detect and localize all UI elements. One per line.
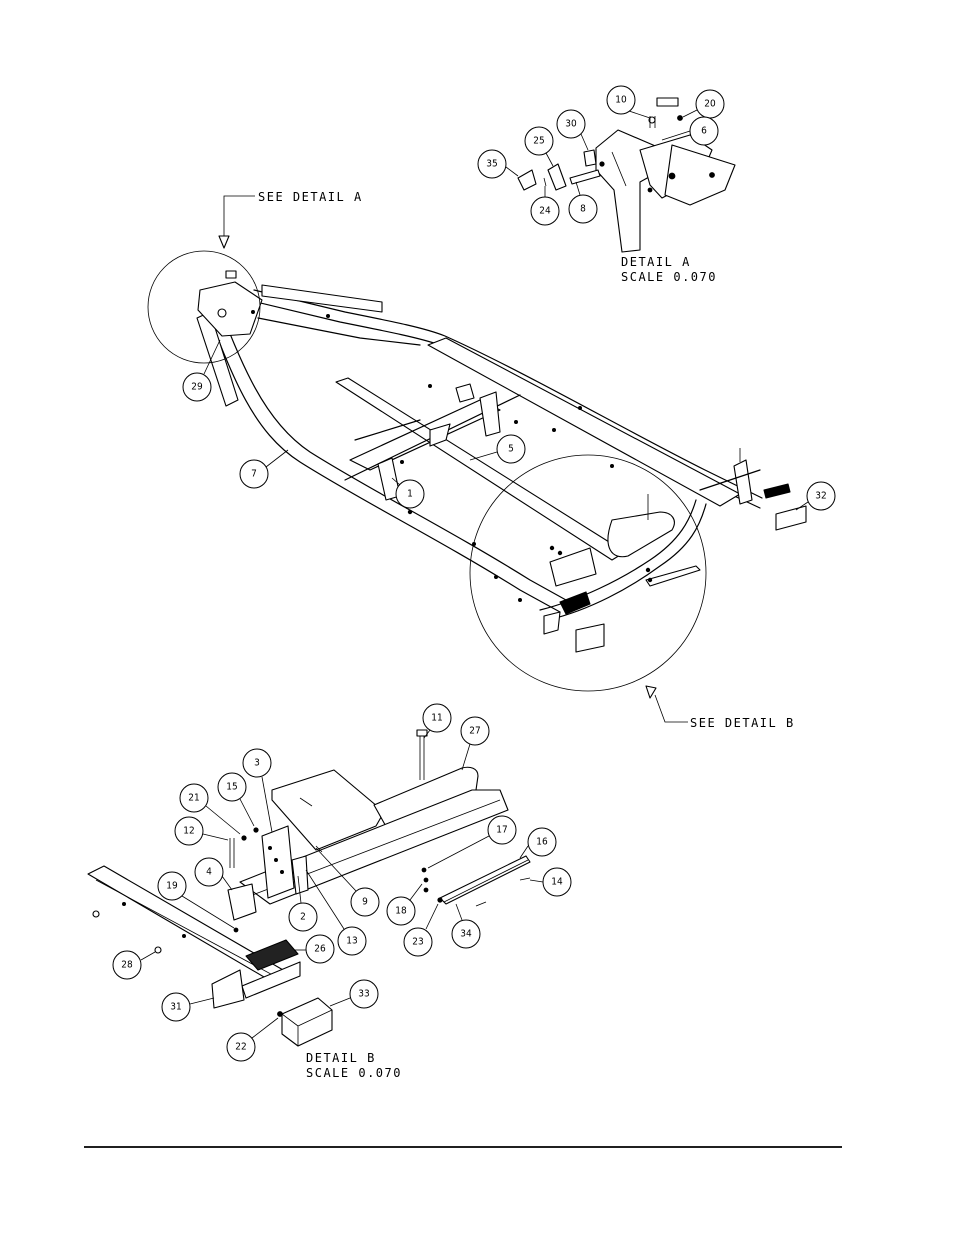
balloon-25: 25 xyxy=(524,126,554,156)
svg-text:13: 13 xyxy=(346,936,357,947)
svg-text:4: 4 xyxy=(206,867,212,878)
detail-a-drawing xyxy=(517,97,736,253)
svg-text:12: 12 xyxy=(183,826,194,837)
svg-text:24: 24 xyxy=(539,206,551,217)
see-detail-a-label: SEE DETAIL A xyxy=(258,190,363,204)
detail-a-title: DETAIL A xyxy=(621,255,691,269)
balloon-14: 14 xyxy=(542,867,572,897)
main-assembly-drawing xyxy=(196,270,807,613)
balloon-21: 21 xyxy=(179,783,209,813)
balloon-17: 17 xyxy=(487,815,517,845)
balloon-2: 2 xyxy=(288,902,318,932)
detail-b-title: DETAIL B xyxy=(306,1051,376,1065)
balloon-group-detail-b: 11 27 3 15 21 12 17 16 4 14 19 9 18 2 13… xyxy=(112,703,572,1062)
balloon-5: 5 xyxy=(496,434,526,464)
svg-text:30: 30 xyxy=(565,119,577,130)
svg-text:25: 25 xyxy=(533,136,544,147)
balloon-group-detail-a: 10 20 30 6 25 35 24 8 xyxy=(477,85,725,226)
svg-text:1: 1 xyxy=(407,489,413,500)
detail-b-circle xyxy=(469,454,707,692)
balloon-10: 10 xyxy=(606,85,636,115)
balloon-31: 31 xyxy=(161,992,191,1022)
svg-text:16: 16 xyxy=(536,837,548,848)
svg-text:18: 18 xyxy=(395,906,407,917)
balloon-8: 8 xyxy=(568,194,598,224)
svg-text:8: 8 xyxy=(580,204,586,215)
balloon-6: 6 xyxy=(689,116,719,146)
balloon-26: 26 xyxy=(305,934,335,964)
svg-text:15: 15 xyxy=(226,782,237,793)
balloon-29: 29 xyxy=(182,372,212,402)
detail-b-drawing xyxy=(87,729,531,1047)
svg-text:2: 2 xyxy=(300,912,306,923)
balloon-23: 22 xyxy=(226,1032,256,1062)
balloon-24: 24 xyxy=(530,196,560,226)
svg-text:6: 6 xyxy=(701,126,707,137)
balloon-20: 20 xyxy=(695,89,725,119)
svg-text:31: 31 xyxy=(170,1002,181,1013)
balloon-22: 23 xyxy=(403,927,433,957)
balloon-3: 3 xyxy=(242,748,272,778)
balloon-group-main: 29 7 5 1 32 xyxy=(182,339,836,511)
svg-text:32: 32 xyxy=(815,491,826,502)
balloon-33: 33 xyxy=(349,979,379,1009)
detail-a-circle xyxy=(147,250,261,364)
balloon-34: 34 xyxy=(451,919,481,949)
detail-a-scale: SCALE 0.070 xyxy=(621,270,717,284)
balloon-9: 9 xyxy=(350,887,380,917)
svg-text:3: 3 xyxy=(254,758,260,769)
balloon-15: 15 xyxy=(217,772,247,802)
svg-text:28: 28 xyxy=(121,960,133,971)
svg-text:29: 29 xyxy=(191,382,203,393)
balloon-19: 19 xyxy=(157,871,187,901)
svg-text:33: 33 xyxy=(358,989,369,1000)
svg-text:35: 35 xyxy=(486,159,497,170)
balloon-12: 12 xyxy=(174,816,204,846)
svg-text:10: 10 xyxy=(615,95,627,106)
balloon-4: 4 xyxy=(194,857,224,887)
balloon-30: 30 xyxy=(556,109,586,139)
balloon-28: 28 xyxy=(112,950,142,980)
balloon-27: 27 xyxy=(460,716,490,746)
svg-text:11: 11 xyxy=(431,713,442,724)
svg-text:23: 23 xyxy=(412,937,423,948)
balloon-35: 35 xyxy=(477,149,507,179)
balloon-16: 16 xyxy=(527,827,557,857)
svg-text:21: 21 xyxy=(188,793,199,804)
svg-text:26: 26 xyxy=(314,944,326,955)
svg-text:19: 19 xyxy=(166,881,178,892)
balloon-11: 11 xyxy=(422,703,452,733)
svg-text:5: 5 xyxy=(508,444,514,455)
svg-text:9: 9 xyxy=(362,897,368,908)
detail-b-scale: SCALE 0.070 xyxy=(306,1066,402,1080)
balloon-18: 18 xyxy=(386,896,416,926)
svg-text:7: 7 xyxy=(251,469,257,480)
svg-text:17: 17 xyxy=(496,825,507,836)
svg-text:14: 14 xyxy=(551,877,563,888)
see-detail-b-label: SEE DETAIL B xyxy=(690,716,795,730)
svg-text:22: 22 xyxy=(235,1042,246,1053)
svg-text:34: 34 xyxy=(460,929,472,940)
balloon-7: 7 xyxy=(239,459,269,489)
balloon-32: 32 xyxy=(806,481,836,511)
balloon-13: 13 xyxy=(337,926,367,956)
svg-text:20: 20 xyxy=(704,99,716,110)
svg-text:27: 27 xyxy=(469,726,480,737)
balloon-1: 1 xyxy=(395,479,425,509)
detail-b-callout-drawing xyxy=(539,494,707,653)
